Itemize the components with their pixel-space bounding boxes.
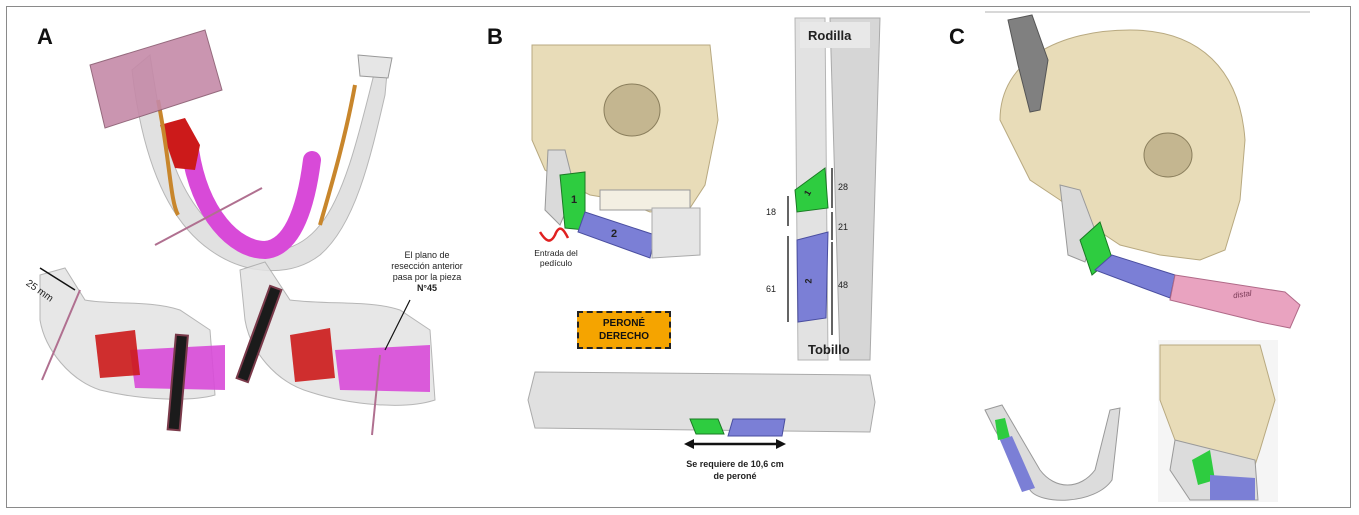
fibula-seg2-label: 2: [804, 278, 814, 283]
ankle-label: Tobillo: [808, 342, 850, 357]
fibula-seg1-horizontal: [690, 419, 724, 434]
tumor-side-left: [95, 330, 140, 378]
note-line-2: resección anterior: [372, 261, 482, 272]
mandible-condyle-right: [358, 55, 392, 78]
dim-label-28: 28: [838, 182, 848, 192]
panel-a-illustration: [40, 30, 435, 435]
pedicle-mark: [540, 229, 568, 241]
panel-b-letter: B: [487, 24, 503, 50]
requirement-line-2: de peroné: [665, 470, 805, 482]
pedicle-label: Entrada del pedículo: [528, 248, 584, 268]
graft-seg2-profile: [1210, 475, 1255, 500]
panel-c-illustration: [985, 12, 1310, 502]
dim-label-18: 18: [766, 207, 776, 217]
panel-a-letter: A: [37, 24, 53, 50]
dim-label-21: 21: [838, 222, 848, 232]
note-line-4: N°45: [372, 283, 482, 294]
requirement-label: Se requiere de 10,6 cm de peroné: [665, 458, 805, 482]
peroneal-badge: PERONÉ DERECHO: [577, 311, 671, 349]
graft-seg1-label-b: 1: [571, 194, 577, 206]
distal-fibula-c: [1170, 275, 1300, 328]
peroneal-line-2: DERECHO: [579, 330, 669, 343]
peroneal-line-1: PERONÉ: [579, 317, 669, 330]
tumor-side-right: [290, 328, 335, 382]
orbit-b: [604, 84, 660, 136]
graft-seg2-c: [1095, 255, 1175, 298]
pedicle-line-2: pedículo: [528, 258, 584, 268]
requirement-arrow-left-head: [684, 439, 694, 449]
teeth-side-right: [335, 345, 430, 392]
orbit-c: [1144, 133, 1192, 177]
requirement-line-1: Se requiere de 10,6 cm: [665, 458, 805, 470]
graft-seg2-label-b: 2: [611, 228, 617, 240]
dim-label-48: 48: [838, 280, 848, 290]
resection-note-a: El plano de resección anterior pasa por …: [372, 250, 482, 294]
chin-b: [652, 208, 700, 258]
panel-c-letter: C: [949, 24, 965, 50]
panel-b-illustration: [528, 18, 880, 449]
note-line-3: pasa por la pieza: [372, 272, 482, 283]
knee-label: Rodilla: [808, 28, 851, 43]
pedicle-line-1: Entrada del: [528, 248, 584, 258]
teeth-b: [600, 190, 690, 210]
fibula-seg2-horizontal: [728, 419, 785, 436]
note-line-1: El plano de: [372, 250, 482, 261]
fibula-seg2-vertical: [797, 232, 828, 322]
requirement-arrow-right-head: [776, 439, 786, 449]
dim-label-61: 61: [766, 284, 776, 294]
